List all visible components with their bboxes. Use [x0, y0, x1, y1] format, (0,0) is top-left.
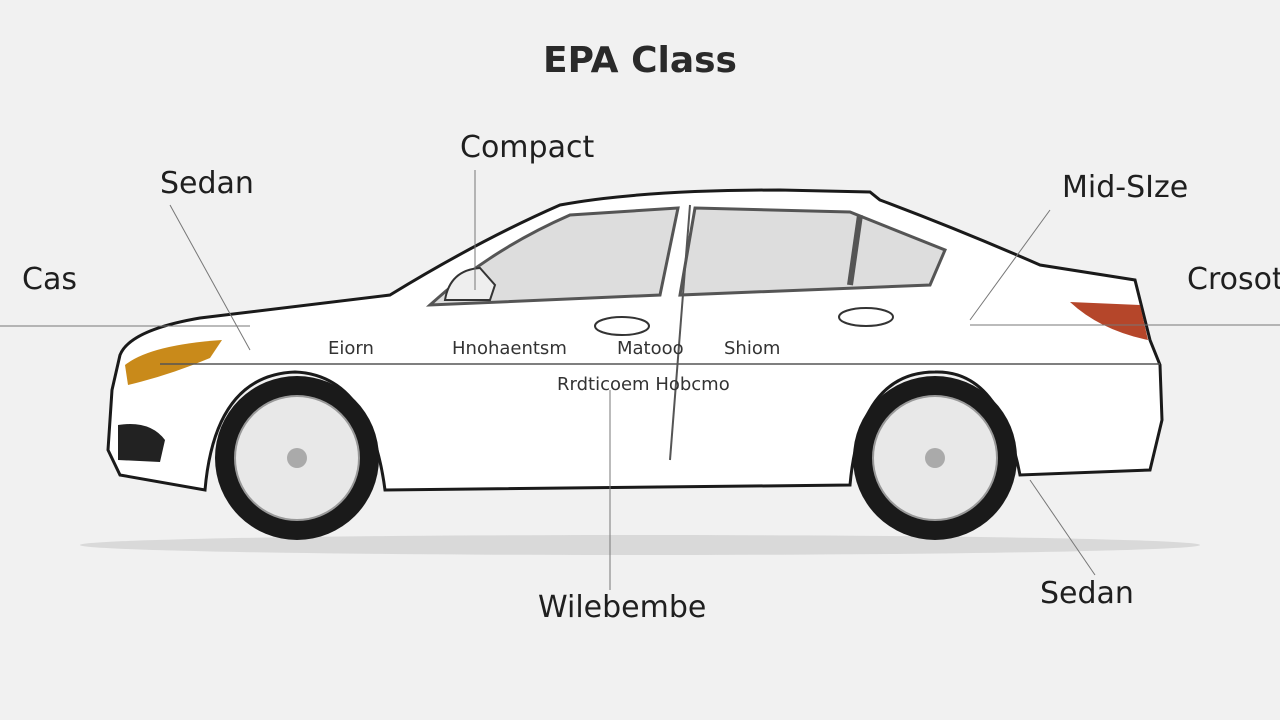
door-handle [838, 307, 894, 327]
side-mirror [443, 266, 497, 301]
front-wheel [215, 376, 379, 540]
taillight [1070, 302, 1148, 340]
body-label: Hnohaentsm [452, 338, 567, 359]
label-sedan-bottom: Sedan [1040, 576, 1134, 611]
label-sedan-top: Sedan [160, 166, 254, 201]
window-rear [678, 206, 947, 297]
grille [118, 424, 165, 462]
car-shadow [80, 535, 1200, 555]
body-label: Eiorn [328, 338, 374, 359]
body-label: Rrdticoem Hobcmo [557, 374, 730, 395]
body-label: Shiom [724, 338, 781, 359]
door-handle [594, 316, 650, 336]
headlight [125, 340, 222, 385]
label-compact: Compact [460, 130, 595, 165]
diagram-title: EPA Class [543, 40, 737, 81]
label-cas: Cas [22, 262, 77, 297]
label-wheelbase: Wilebembe [538, 590, 707, 625]
rear-wheel [853, 376, 1017, 540]
label-mid-size: Mid-SIze [1062, 170, 1189, 205]
body-label: Matooo [617, 338, 684, 359]
label-crossover: Crosot [1187, 262, 1280, 297]
